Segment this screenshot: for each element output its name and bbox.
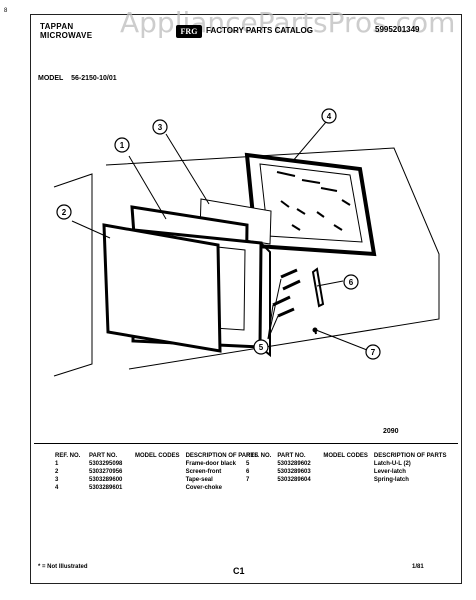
table-row: 6 5303289603 Lever-latch [243,468,449,476]
page-frame [30,14,462,584]
callout-2: 2 [62,208,67,217]
figure-number: 2090 [383,428,399,435]
header-model: MODEL CODES [323,453,368,459]
model-code [320,468,371,476]
callout-6: 6 [349,278,354,287]
parts-header-row: REF. NO. PART NO. MODEL CODES DESCRIPTIO… [52,452,261,460]
table-row: 1 5303295098 Frame-door black [52,460,261,468]
model-code [132,476,183,484]
callout-7: 7 [371,348,376,357]
part-number: 5303289601 [89,485,123,491]
table-row: 2 5303270956 Screen-front [52,468,261,476]
table-row: 4 5303289601 Cover-choke [52,484,261,492]
model-code [132,468,183,476]
part-number: 5303289600 [89,477,123,483]
model-code [132,460,183,468]
document-number: 5995201349 [375,25,420,34]
page-code: C1 [233,566,245,576]
exploded-parts-diagram: 1 3 4 2 5 6 7 [53,108,440,377]
part-number: 5303289602 [277,461,311,467]
part-description: Latch-U-L (2) [373,461,411,467]
parts-header-row: REF. NO. PART NO. MODEL CODES DESCRIPTIO… [243,452,449,460]
part-description: Cover-choke [185,485,222,491]
model-code [320,476,371,484]
frg-logo: FRG [176,25,202,38]
part-ref: 6 [246,469,250,475]
part-ref: 5 [246,461,250,467]
model-value: 56-2150-10/01 [71,75,117,82]
brand-name: TAPPAN MICROWAVE [40,22,93,40]
part-description: Screen-front [185,469,222,475]
part-description: Spring-latch [373,477,409,483]
callout-3: 3 [158,123,163,132]
catalog-title: FACTORY PARTS CATALOG [206,26,313,35]
parts-table-right: REF. NO. PART NO. MODEL CODES DESCRIPTIO… [243,452,449,484]
watermark-text: AppliancePartsPros.com [120,6,456,39]
parts-table-left: REF. NO. PART NO. MODEL CODES DESCRIPTIO… [52,452,261,492]
part-ref: 1 [55,461,59,467]
part-description: Frame-door black [185,461,236,467]
part-ref: 3 [55,477,59,483]
part-ref: 4 [55,485,59,491]
corner-mark: 8 [4,8,8,14]
header-part: PART NO. [89,453,118,459]
table-row: 7 5303289604 Spring-latch [243,476,449,484]
header-ref: REF. NO. [246,453,272,459]
part-description: Lever-latch [373,469,406,475]
model-code [132,484,183,492]
part-description: Tape-seal [185,477,213,483]
part-ref: 7 [246,477,250,483]
catalog-date: 1/81 [412,564,424,570]
part-number: 5303270956 [89,469,123,475]
header-ref: REF. NO. [55,453,81,459]
part-number: 5303289603 [277,469,311,475]
header-desc: DESCRIPTION OF PARTS [373,453,447,459]
callout-4: 4 [327,112,332,121]
header-desc: DESCRIPTION OF PARTS [185,453,259,459]
table-row: 3 5303289600 Tape-seal [52,476,261,484]
part-number: 5303289604 [277,477,311,483]
section-divider [34,443,458,444]
part-ref: 2 [55,469,59,475]
table-row: 5 5303289602 Latch-U-L (2) [243,460,449,468]
model-label: MODEL [38,75,64,82]
header-part: PART NO. [277,453,306,459]
model-code [320,460,371,468]
header-model: MODEL CODES [135,453,180,459]
callout-5: 5 [259,343,264,352]
model-line: MODEL 56-2150-10/01 [38,75,117,82]
part-number: 5303295098 [89,461,123,467]
not-illustrated-note: * = Not Illustrated [38,564,88,570]
callout-1: 1 [120,141,125,150]
